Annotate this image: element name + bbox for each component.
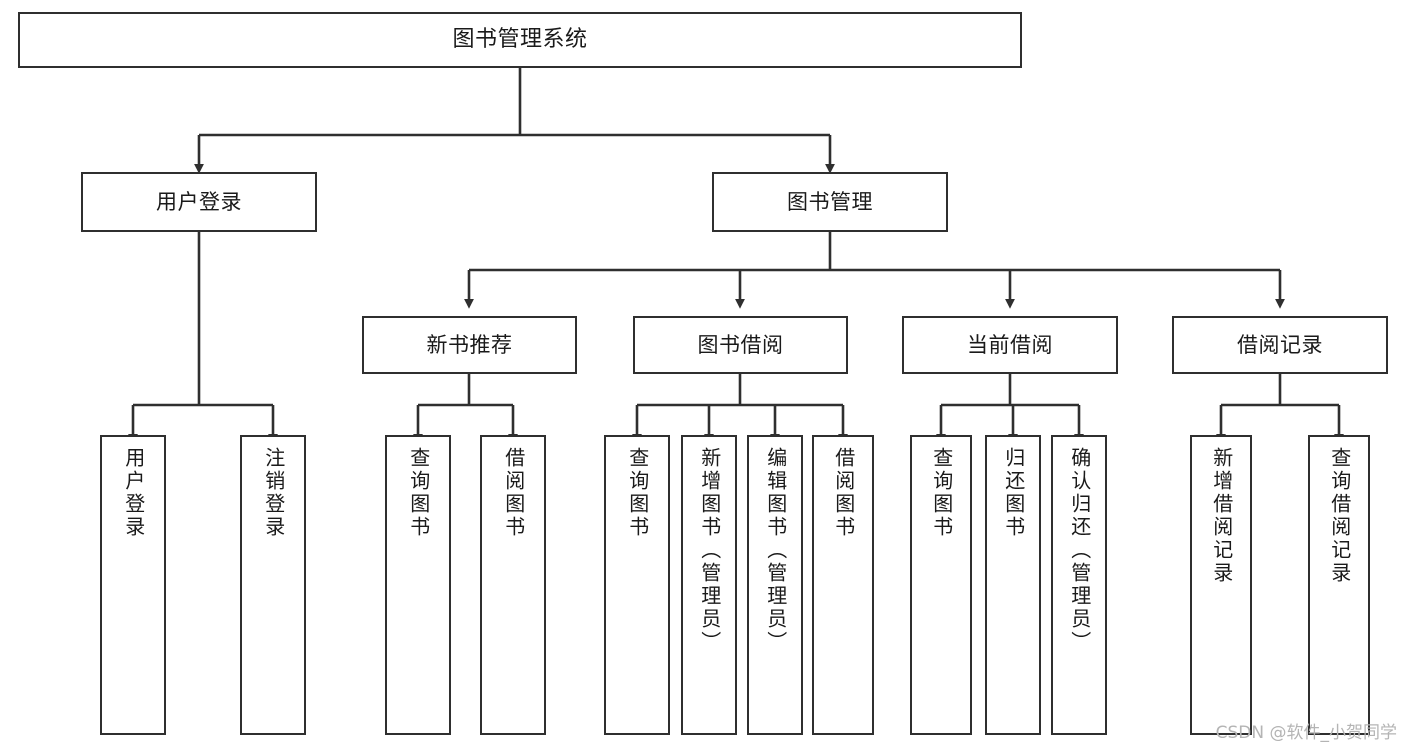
node-leaf-logout[interactable]: 注销登录	[240, 435, 306, 735]
node-book-borrow[interactable]: 图书借阅	[633, 316, 848, 374]
node-label: 用户登录	[121, 447, 146, 539]
node-label: 图书借阅	[697, 332, 784, 357]
node-new-book-recommend[interactable]: 新书推荐	[362, 316, 577, 374]
node-leaf-return-book[interactable]: 归还图书	[985, 435, 1041, 735]
node-leaf-borrow-book-1[interactable]: 借阅图书	[480, 435, 546, 735]
node-label: 新增借阅记录	[1209, 447, 1234, 585]
node-leaf-borrow-book-2[interactable]: 借阅图书	[812, 435, 874, 735]
node-label: 编辑图书（管理员）	[763, 447, 788, 654]
node-label: 当前借阅	[967, 332, 1053, 357]
node-label: 借阅图书	[831, 447, 856, 539]
node-current-borrow[interactable]: 当前借阅	[902, 316, 1118, 374]
node-user-login[interactable]: 用户登录	[81, 172, 317, 232]
node-label: 借阅图书	[501, 447, 526, 539]
node-label: 借阅记录	[1237, 332, 1323, 357]
node-leaf-edit-book[interactable]: 编辑图书（管理员）	[747, 435, 803, 735]
node-label: 查询图书	[406, 447, 431, 539]
node-label: 新书推荐	[426, 332, 513, 357]
node-borrow-record[interactable]: 借阅记录	[1172, 316, 1388, 374]
node-leaf-add-record[interactable]: 新增借阅记录	[1190, 435, 1252, 735]
node-leaf-query-record[interactable]: 查询借阅记录	[1308, 435, 1370, 735]
node-leaf-confirm-return[interactable]: 确认归还（管理员）	[1051, 435, 1107, 735]
node-label: 用户登录	[156, 189, 242, 214]
node-book-manage[interactable]: 图书管理	[712, 172, 948, 232]
node-label: 归还图书	[1001, 447, 1026, 539]
node-label: 查询借阅记录	[1327, 447, 1352, 585]
node-label: 图书管理	[787, 189, 873, 214]
node-leaf-query-book-1[interactable]: 查询图书	[385, 435, 451, 735]
node-leaf-query-book-3[interactable]: 查询图书	[910, 435, 972, 735]
node-leaf-query-book-2[interactable]: 查询图书	[604, 435, 670, 735]
node-label: 图书管理系统	[452, 27, 588, 53]
node-label: 查询图书	[625, 447, 650, 539]
node-leaf-add-book[interactable]: 新增图书（管理员）	[681, 435, 737, 735]
node-leaf-user-login[interactable]: 用户登录	[100, 435, 166, 735]
node-label: 新增图书（管理员）	[697, 447, 722, 654]
node-label: 查询图书	[929, 447, 954, 539]
node-label: 注销登录	[261, 447, 286, 539]
node-label: 确认归还（管理员）	[1067, 447, 1092, 654]
node-root-system[interactable]: 图书管理系统	[18, 12, 1022, 68]
